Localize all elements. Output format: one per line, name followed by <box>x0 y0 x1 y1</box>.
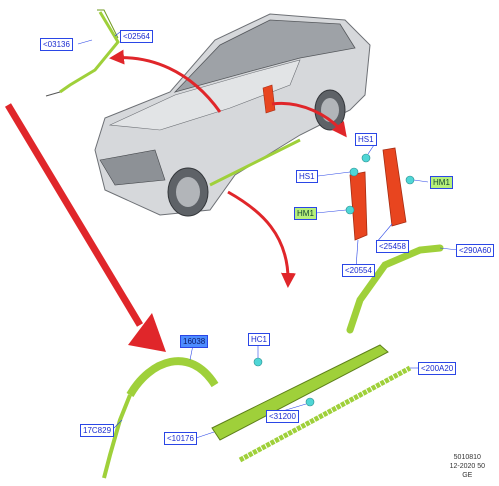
footer-region: GE <box>462 472 473 479</box>
footer-date: 12-2020 50 <box>449 463 485 470</box>
label-hm1-right[interactable]: HM1 <box>430 176 453 189</box>
label-02564[interactable]: <02564 <box>120 30 153 43</box>
diagram-footer: 5010810 12-2020 50 GE <box>450 453 485 480</box>
arrow-to-pillar-parts <box>271 101 347 138</box>
label-290a60[interactable]: <290A60 <box>456 244 495 257</box>
label-03136[interactable]: <03136 <box>40 38 73 51</box>
label-10176[interactable]: <10176 <box>164 432 197 445</box>
side-skirt-part <box>211 344 389 441</box>
front-wheel-arch-part <box>126 357 219 398</box>
rear-wheel-arch-part <box>346 244 444 334</box>
label-16038[interactable]: 16038 <box>180 335 209 348</box>
label-31200[interactable]: <31200 <box>266 410 299 423</box>
front-arch-extension-part <box>102 394 132 479</box>
lower-trim-strip-part <box>238 365 412 463</box>
upper-moulding-part <box>45 9 120 97</box>
arrow-to-upper-moulding <box>109 49 222 113</box>
car-illustration <box>94 13 371 217</box>
label-17c829[interactable]: 17C829 <box>80 424 115 437</box>
label-hs1-left[interactable]: HS1 <box>296 170 318 183</box>
label-200a20[interactable]: <200A20 <box>418 362 457 375</box>
label-hm1-left[interactable]: HM1 <box>294 207 317 220</box>
label-hs1-top[interactable]: HS1 <box>355 133 377 146</box>
label-20554[interactable]: <20554 <box>342 264 375 277</box>
footer-code: 5010810 <box>453 454 481 461</box>
pillar-parts <box>345 147 415 241</box>
label-25458[interactable]: <25458 <box>376 240 409 253</box>
label-hc1[interactable]: HC1 <box>248 333 271 346</box>
big-arrow-to-lower-parts <box>4 103 166 352</box>
arrow-to-side-parts <box>227 190 296 288</box>
